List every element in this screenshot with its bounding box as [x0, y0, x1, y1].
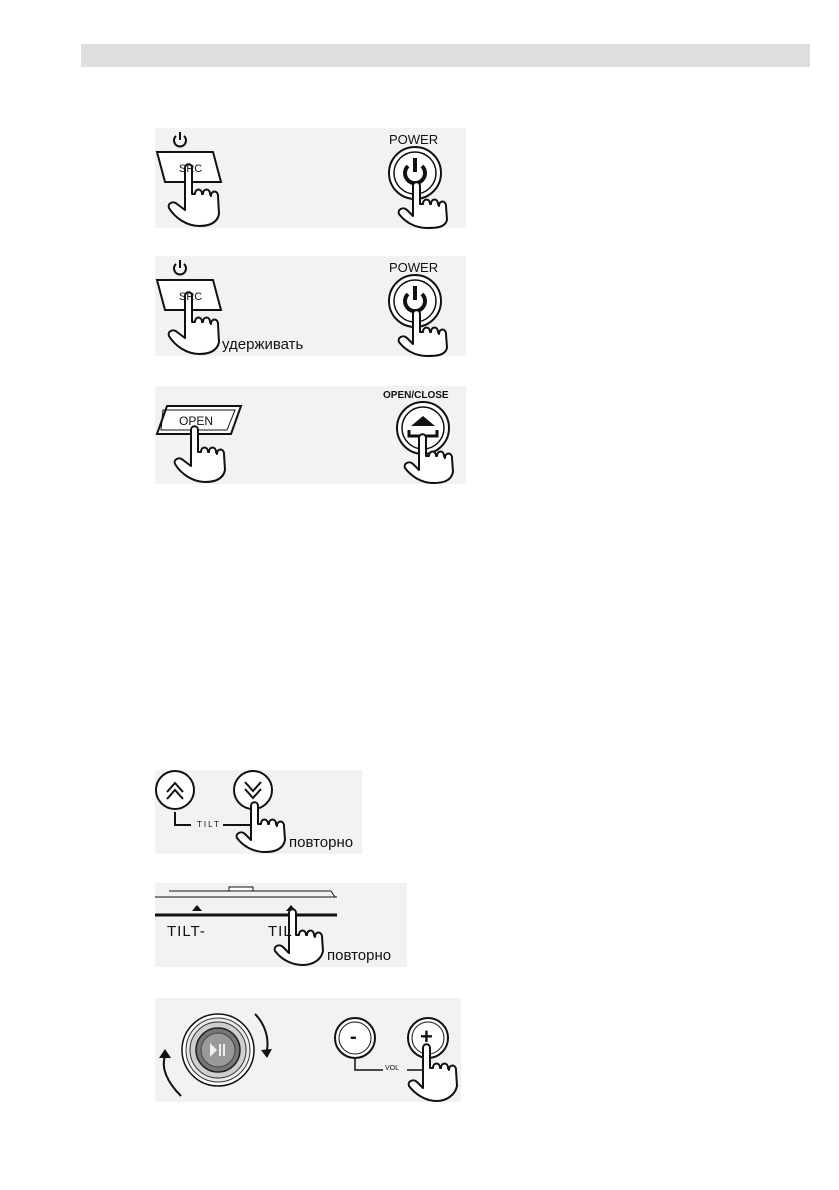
volume-plus-button-icon: [407, 1017, 449, 1059]
rotate-clockwise-arrow-icon: [254, 1013, 269, 1051]
hold-instruction-label: удерживать: [222, 336, 304, 353]
tilt-minus-label: TILT-: [167, 923, 206, 940]
repeat-instruction-label: повторно: [289, 834, 354, 851]
src-key-label: SRC: [179, 291, 203, 303]
pressing-hand-icon: [273, 908, 324, 966]
power-button-label: POWER: [389, 260, 439, 275]
tilt-plus-label: TIL: [268, 923, 293, 940]
pressing-hand-icon: [403, 433, 454, 484]
volume-illustration: - + VOL: [155, 998, 461, 1102]
open-panel-illustration: OPEN OPEN/CLOSE: [155, 386, 466, 484]
tilt-remote-illustration: TILT повторно: [155, 770, 362, 854]
tilt-minus-arrow-icon: [192, 905, 202, 911]
power-off-illustration: SRC POWER удерживать: [155, 256, 466, 357]
vol-label: VOL: [385, 1065, 400, 1072]
open-key-label: OPEN: [179, 414, 214, 428]
open-key-icon: [155, 405, 243, 435]
power-button-label: POWER: [389, 132, 439, 147]
round-power-button-icon: [388, 146, 442, 200]
tilt-unit-illustration: TILT- TIL повторно: [155, 883, 407, 967]
pressing-hand-icon: [173, 425, 226, 483]
volume-minus-button-icon: [334, 1017, 376, 1059]
src-key-label: SRC: [179, 163, 203, 175]
volume-minus-label: -: [350, 1026, 357, 1048]
pressing-hand-icon: [407, 1043, 458, 1102]
header-bar: [81, 44, 810, 67]
tilt-up-button-icon: [155, 770, 195, 810]
volume-plus-label: +: [420, 1024, 433, 1049]
pressing-hand-icon: [167, 291, 220, 355]
pressing-hand-icon: [235, 801, 286, 853]
power-icon: [173, 132, 187, 148]
round-power-button-icon: [388, 274, 442, 328]
volume-knob-icon: [181, 1013, 255, 1087]
pressing-hand-icon: [397, 181, 448, 229]
repeat-instruction-label: повторно: [327, 947, 392, 964]
pressing-hand-icon: [167, 163, 220, 227]
unit-front-panel: [155, 886, 337, 917]
pressing-hand-icon: [397, 309, 448, 357]
open-close-button-label: OPEN/CLOSE: [383, 390, 449, 401]
power-icon: [173, 260, 187, 276]
power-on-illustration: SRC POWER: [155, 128, 466, 229]
rotate-counterclockwise-arrow-icon: [162, 1055, 182, 1097]
tilt-label: TILT: [197, 820, 221, 829]
